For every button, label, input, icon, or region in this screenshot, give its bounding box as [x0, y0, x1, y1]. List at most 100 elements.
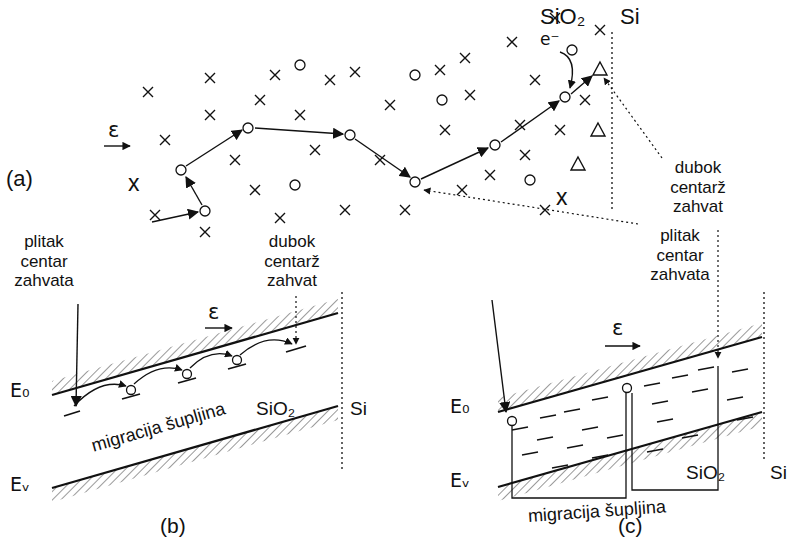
- panel-label: (c): [618, 514, 643, 538]
- cross-mark: [310, 145, 320, 155]
- cross-mark: [460, 53, 470, 63]
- pointer-arrow: [76, 304, 78, 406]
- cross-mark: [507, 37, 517, 47]
- trap-level: [512, 427, 528, 430]
- interface-line: [611, 32, 612, 212]
- cross-marks: [143, 13, 605, 237]
- cross-mark: [595, 25, 605, 35]
- hop-arcs: [74, 340, 292, 406]
- conduction-band-edge: [52, 313, 338, 395]
- cross-mark: [340, 205, 350, 215]
- trap-circle: [525, 175, 535, 185]
- cross-mark: [150, 210, 160, 220]
- leader-line: [424, 190, 638, 224]
- cross-mark: [580, 95, 590, 105]
- defect-mark: x: [128, 170, 140, 196]
- defect-mark: x: [556, 184, 568, 210]
- trap-level: [657, 419, 673, 422]
- electron-label: e⁻: [540, 30, 559, 50]
- deep-traps: [571, 62, 607, 170]
- cross-mark: [205, 73, 215, 83]
- band-label: E₀: [450, 396, 470, 418]
- cross-mark: [435, 65, 445, 75]
- cross-mark: [143, 87, 153, 97]
- trap-level: [737, 417, 753, 420]
- cross-mark: [325, 75, 335, 85]
- trap-level: [652, 401, 668, 404]
- field-symbol: ε: [208, 300, 219, 324]
- cross-mark: [275, 213, 285, 223]
- cross-mark: [520, 150, 530, 160]
- field-arrow: [205, 327, 232, 328]
- band-label: E₀: [10, 380, 30, 402]
- trap-level: [607, 435, 623, 438]
- cross-mark: [350, 67, 360, 77]
- cross-mark: [530, 75, 540, 85]
- trap-level: [537, 437, 553, 440]
- material-label: Si: [770, 462, 787, 484]
- trap-level: [592, 455, 608, 458]
- panel-label: (b): [160, 514, 186, 538]
- field-symbol: ε: [612, 316, 623, 340]
- cross-mark: [160, 135, 170, 145]
- cross-mark: [205, 110, 215, 120]
- trap-circles: [176, 45, 577, 216]
- holes: [127, 356, 242, 395]
- trap-circle: [200, 206, 210, 216]
- cross-mark: [440, 125, 450, 135]
- trap-label: dubok centarž zahvat: [656, 158, 740, 217]
- trap-circle: [243, 123, 253, 133]
- conduction-band-hatch: [498, 323, 762, 412]
- material-label: Si: [350, 398, 367, 420]
- migration-label: migracija šupljina: [527, 496, 666, 526]
- material-label: Si: [620, 4, 640, 29]
- cross-mark: [255, 95, 265, 105]
- holes: [508, 384, 632, 426]
- cross-mark: [295, 110, 305, 120]
- trap-circle: [560, 92, 570, 102]
- pointer-arrow: [295, 296, 296, 344]
- material-label: SiO₂: [540, 4, 585, 29]
- trap-circle: [345, 130, 355, 140]
- cross-mark: [465, 90, 475, 100]
- cross-mark: [400, 205, 410, 215]
- trap-level: [727, 397, 743, 400]
- cross-mark: [555, 125, 565, 135]
- valence-band-hatch: [498, 412, 762, 501]
- cross-mark: [200, 227, 210, 237]
- pointer-arrow: [492, 300, 506, 412]
- trap-circle: [176, 165, 186, 175]
- material-label: SiO₂: [686, 462, 725, 484]
- trap-circle: [490, 140, 500, 150]
- trap-level: [698, 367, 714, 370]
- field-arrow: [605, 345, 640, 346]
- trap-level: [732, 369, 748, 372]
- trap-level: [522, 452, 538, 455]
- trap-circle: [295, 60, 305, 70]
- cross-mark: [250, 185, 260, 195]
- cross-mark: [457, 185, 467, 195]
- band-label: Eᵥ: [450, 470, 470, 492]
- trap-level: [692, 389, 708, 392]
- trap-label: dubok centarž zahvat: [250, 232, 334, 291]
- panel-label: (a): [6, 166, 33, 191]
- trap-level: [567, 445, 583, 448]
- trap-level: [682, 435, 698, 438]
- cross-mark: [385, 100, 395, 110]
- interface-line: [763, 292, 764, 462]
- trap-circle: [567, 45, 577, 55]
- valence-band-edge: [498, 412, 762, 487]
- trap-level: [592, 397, 608, 400]
- trap-level: [582, 427, 598, 430]
- leader-line: [604, 78, 662, 158]
- trap-level: [564, 409, 580, 412]
- trap-level: [647, 449, 663, 452]
- trap-circle: [410, 177, 420, 187]
- band-label: Eᵥ: [10, 474, 30, 496]
- cross-mark: [230, 155, 240, 165]
- trap-level: [644, 383, 660, 386]
- material-label: SiO₂: [256, 398, 295, 420]
- hole-path: [152, 52, 592, 222]
- pointer-arrow: [717, 230, 718, 358]
